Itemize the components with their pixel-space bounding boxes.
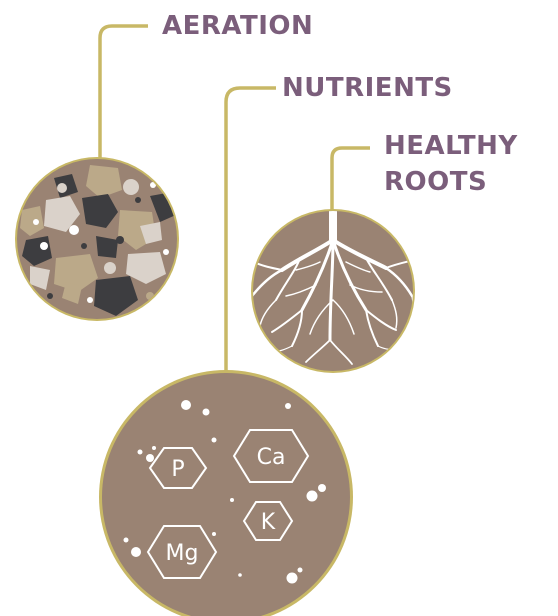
nutrient-potassium: K	[261, 510, 276, 535]
roots-icon	[250, 205, 415, 373]
nutrients-soil-icon: P Ca K Mg	[99, 370, 353, 616]
nutrient-phosphorus: P	[171, 457, 184, 482]
aeration-soil-icon	[15, 157, 179, 321]
aeration-leader-line	[100, 26, 148, 160]
healthy-roots-label-line1: HEALTHY	[384, 128, 518, 164]
aeration-label: AERATION	[162, 8, 313, 44]
nutrients-label: NUTRIENTS	[282, 70, 453, 106]
nutrient-calcium: Ca	[257, 445, 286, 470]
roots-leader-line	[332, 148, 370, 215]
healthy-roots-label-line2: ROOTS	[384, 164, 518, 200]
nutrient-magnesium: Mg	[166, 541, 199, 566]
healthy-roots-label: HEALTHY ROOTS	[384, 128, 518, 200]
